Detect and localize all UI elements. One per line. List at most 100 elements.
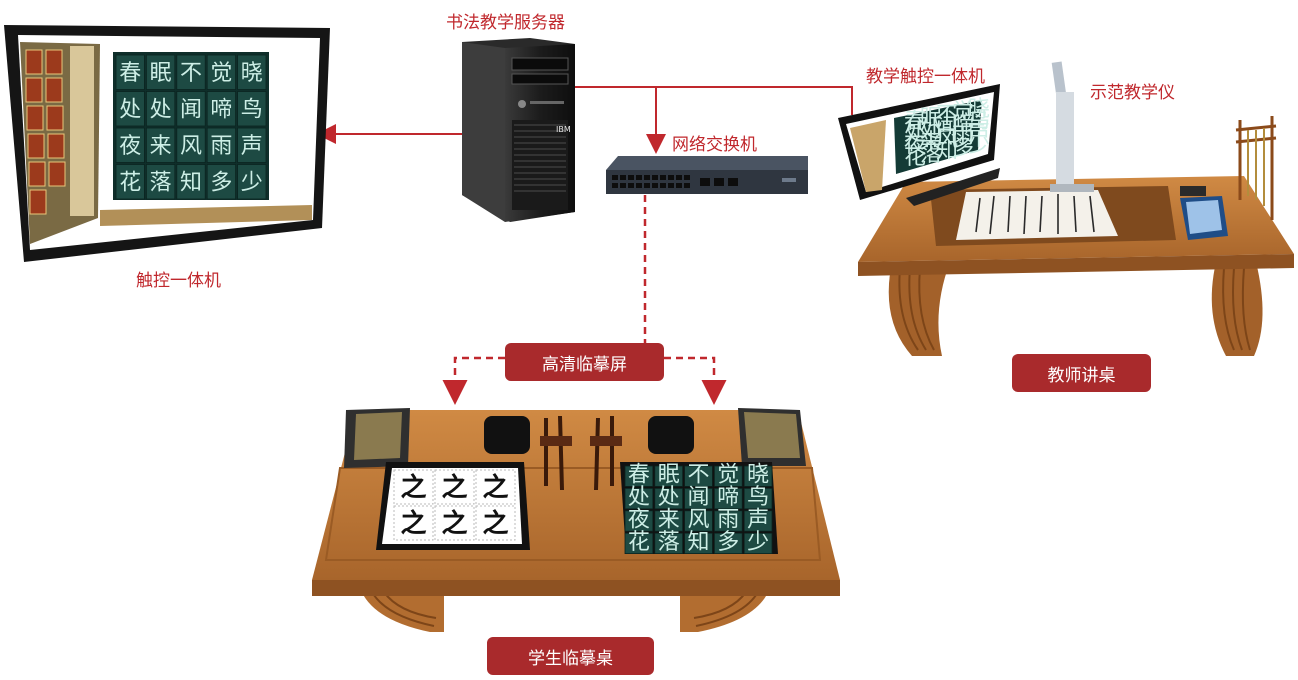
poem-character: 夜 xyxy=(904,133,926,158)
practice-character: 之 xyxy=(400,472,426,503)
poem-character: 花 xyxy=(119,171,141,196)
poem-character: 鸟 xyxy=(241,98,263,123)
touch-all-in-one-label: 触控一体机 xyxy=(136,271,221,291)
poem-character: 处 xyxy=(920,118,942,143)
grid-cell xyxy=(206,91,236,127)
server-to-teacher-line xyxy=(572,86,853,115)
poem-character: 落 xyxy=(920,142,942,167)
practice-cell xyxy=(393,469,434,505)
poem-character: 风 xyxy=(180,134,202,159)
poem-character: 多 xyxy=(210,171,232,196)
teacher-desk-badge: 教师讲桌 xyxy=(1012,354,1151,392)
connection-lines xyxy=(316,86,853,405)
poem-character: 来 xyxy=(150,134,172,159)
poem-character: 春 xyxy=(628,463,650,488)
poem-character: 声 xyxy=(747,507,769,532)
poem-character: 处 xyxy=(658,485,680,510)
poem-character: 啼 xyxy=(210,98,232,123)
grid-cell xyxy=(624,487,654,510)
poem-character: 眠 xyxy=(150,61,172,86)
poem-character: 知 xyxy=(687,530,709,555)
network-switch xyxy=(606,156,808,194)
practice-character: 之 xyxy=(482,472,508,503)
poem-character: 多 xyxy=(952,136,974,161)
poem-character: 多 xyxy=(717,530,739,555)
grid-cell xyxy=(714,487,743,510)
poem-character: 处 xyxy=(150,98,172,123)
poem-character: 声 xyxy=(968,121,990,146)
poem-character: 来 xyxy=(658,507,680,532)
student-screen-poem-grid: 春眠不觉晓处处闻啼鸟夜来风雨声花落知多少 xyxy=(624,463,773,555)
grid-cell xyxy=(176,54,206,90)
practice-character: 之 xyxy=(482,508,508,539)
poem-character: 雨 xyxy=(952,124,974,149)
grid-cell xyxy=(624,532,654,555)
poem-character: 雨 xyxy=(717,507,739,532)
grid-cell xyxy=(206,164,236,200)
teaching-touch-label: 教学触控一体机 xyxy=(866,67,985,87)
poem-character: 处 xyxy=(628,485,650,510)
hd-screen-badge: 高清临摹屏 xyxy=(505,343,664,381)
poem-character: 啼 xyxy=(717,485,739,510)
grid-cell xyxy=(237,164,267,200)
poem-character: 知 xyxy=(180,171,202,196)
grid-cell xyxy=(237,127,267,163)
poem-character: 啼 xyxy=(952,112,974,137)
grid-cell xyxy=(743,510,773,532)
poem-character: 觉 xyxy=(952,100,974,125)
poem-character: 晓 xyxy=(968,97,990,122)
practice-cell xyxy=(434,505,475,541)
grid-cell xyxy=(654,510,683,532)
poem-character: 鸟 xyxy=(968,109,990,134)
grid-cell xyxy=(684,510,713,532)
poem-character: 处 xyxy=(119,98,141,123)
switch-label: 网络交换机 xyxy=(672,135,757,155)
poem-character: 鸟 xyxy=(747,485,769,510)
poem-character: 晓 xyxy=(747,463,769,488)
poem-character: 夜 xyxy=(628,507,650,532)
poem-character: 少 xyxy=(968,133,990,158)
grid-cell xyxy=(115,164,145,200)
practice-cell xyxy=(475,505,516,541)
grid-cell xyxy=(684,487,713,510)
poem-character: 眠 xyxy=(920,106,942,131)
grid-cell xyxy=(206,54,236,90)
server-tower xyxy=(462,38,575,222)
grid-cell xyxy=(624,510,654,532)
server-brand: IBM xyxy=(556,125,571,134)
practice-character: 之 xyxy=(400,508,426,539)
practice-cell xyxy=(475,469,516,505)
grid-cell xyxy=(654,532,683,555)
poem-character: 不 xyxy=(936,103,958,128)
grid-cell xyxy=(206,127,236,163)
grid-cell xyxy=(145,91,176,127)
poem-character: 花 xyxy=(628,530,650,555)
poem-character: 春 xyxy=(904,109,926,134)
grid-cell xyxy=(743,465,773,487)
grid-cell xyxy=(624,465,654,487)
poem-character: 处 xyxy=(904,121,926,146)
poem-character: 觉 xyxy=(717,463,739,488)
poem-character: 闻 xyxy=(180,98,202,123)
server-label: 书法教学服务器 xyxy=(446,13,565,33)
practice-cell xyxy=(434,469,475,505)
grid-cell xyxy=(654,487,683,510)
poem-character: 闻 xyxy=(687,485,709,510)
grid-cell xyxy=(684,465,713,487)
poem-character: 声 xyxy=(241,134,263,159)
grid-cell xyxy=(176,91,206,127)
grid-cell xyxy=(237,54,267,90)
poem-character: 少 xyxy=(747,530,769,555)
poem-character: 风 xyxy=(687,507,709,532)
grid-cell xyxy=(176,127,206,163)
poem-character: 闻 xyxy=(936,115,958,140)
teacher-desk xyxy=(838,61,1294,356)
student-practice-sheet-grid: 之之之之之之 xyxy=(393,469,516,541)
grid-cell xyxy=(714,510,743,532)
poem-character: 春 xyxy=(119,61,141,86)
grid-cell xyxy=(237,91,267,127)
student-desk-badge: 学生临摹桌 xyxy=(487,637,654,675)
grid-cell xyxy=(743,532,773,555)
poem-character: 晓 xyxy=(241,61,263,86)
grid-cell xyxy=(115,91,145,127)
